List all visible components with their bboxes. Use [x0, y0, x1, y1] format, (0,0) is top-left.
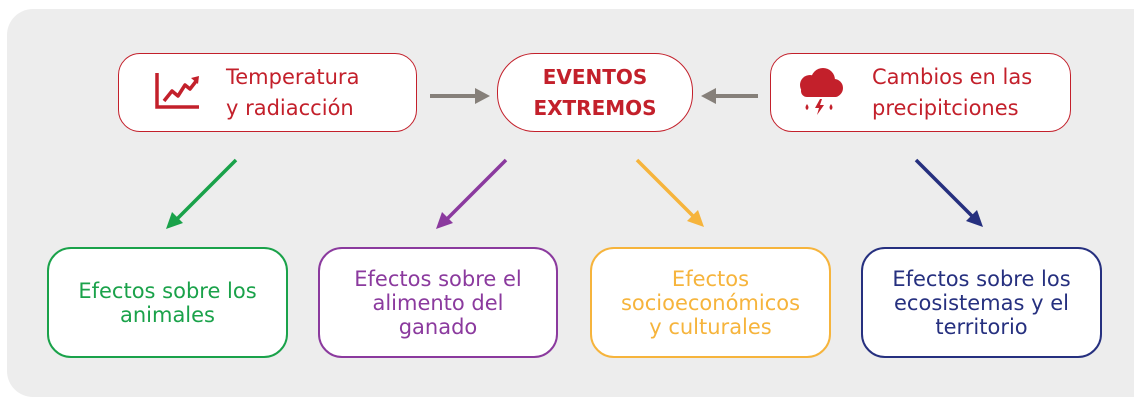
extreme-events-label: EVENTOS EXTREMOS — [533, 64, 657, 120]
temperature-radiation-label: Temperatura y radiacción — [226, 65, 360, 120]
arrow-precipitation-to-events — [701, 88, 758, 104]
effects-socioeconomic-box: Efectos socioeconómicos y culturales — [590, 247, 831, 358]
rising-chart-icon — [155, 73, 199, 109]
arrow-to-livestock-feed — [436, 158, 508, 229]
effects-livestock-feed-box: Efectos sobre el alimento del ganado — [318, 247, 558, 358]
extreme-events-box: EVENTOS EXTREMOS — [497, 53, 693, 132]
arrow-to-ecosystems — [914, 158, 983, 227]
temperature-radiation-box: Temperatura y radiacción — [118, 53, 417, 132]
arrow-to-animals — [166, 158, 238, 229]
effects-socioeconomic-label: Efectos socioeconómicos y culturales — [620, 266, 801, 339]
precipitation-changes-label: Cambios en las precipitciones — [872, 65, 1033, 120]
storm-cloud-icon — [800, 68, 843, 115]
effects-ecosystems-box: Efectos sobre los ecosistemas y el terri… — [861, 247, 1102, 358]
effects-livestock-feed-label: Efectos sobre el alimento del ganado — [354, 266, 522, 339]
effects-animals-box: Efectos sobre los animales — [47, 247, 288, 358]
effects-animals-label: Efectos sobre los animales — [78, 278, 257, 327]
effects-ecosystems-label: Efectos sobre los ecosistemas y el terri… — [892, 266, 1071, 339]
arrow-temperature-to-events — [430, 88, 490, 104]
precipitation-changes-box: Cambios en las precipitciones — [770, 53, 1071, 132]
arrow-to-socioeconomic — [635, 158, 704, 227]
